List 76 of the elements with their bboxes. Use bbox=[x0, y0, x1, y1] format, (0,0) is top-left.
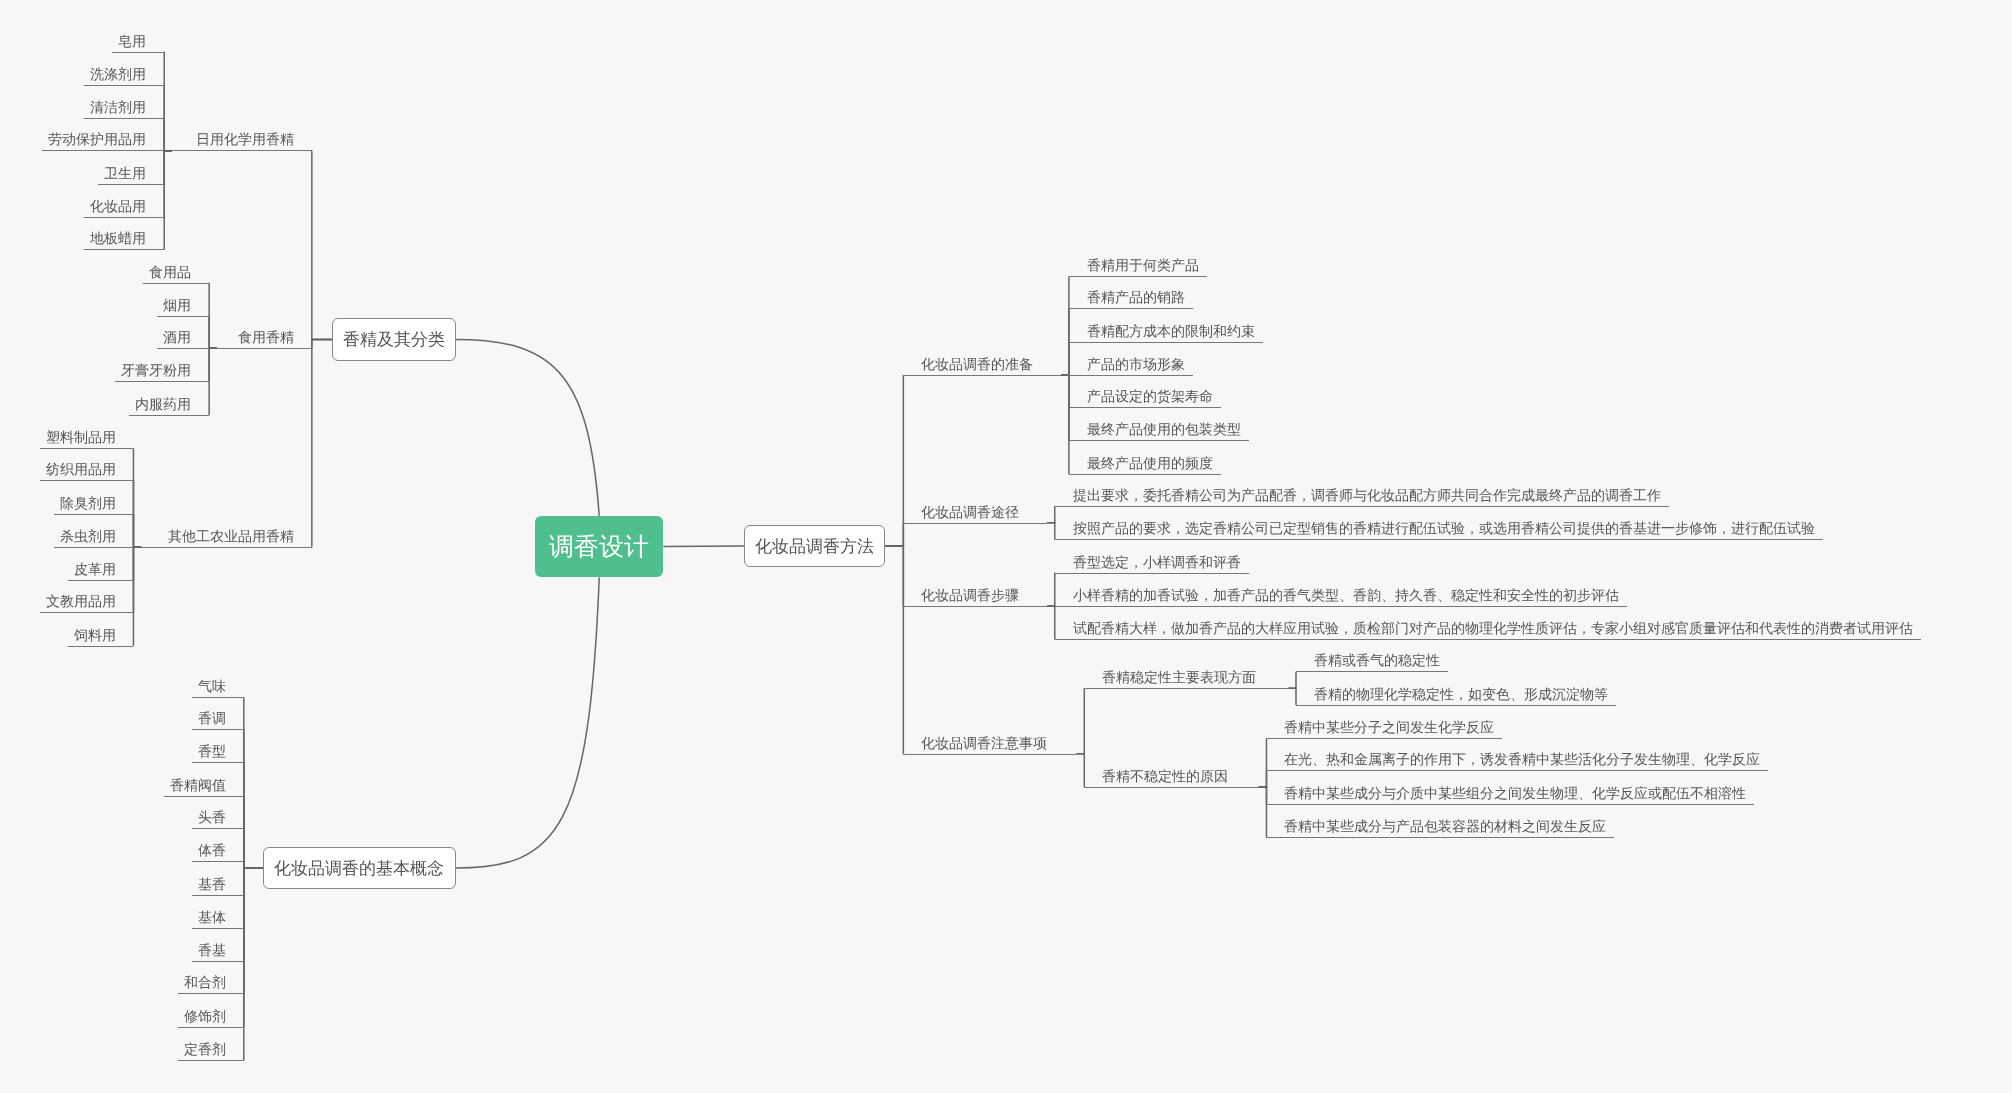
topic-box: 化妆品调香的基本概念 bbox=[263, 846, 456, 890]
leaf-label: 化妆品用 bbox=[84, 196, 165, 219]
leaf-label: 皂用 bbox=[112, 30, 165, 53]
leaf-label: 头香 bbox=[191, 806, 244, 829]
leaf-label: 最终产品使用的频度 bbox=[1068, 452, 1221, 475]
central-topic-box: 调香设计 bbox=[535, 515, 664, 578]
subtopic-label: 化妆品调香的准备 bbox=[903, 353, 1062, 376]
connector-line bbox=[1046, 522, 1056, 541]
leaf-label: 杀虫剂用 bbox=[53, 525, 134, 548]
leaf-label: 基香 bbox=[191, 873, 244, 896]
connector-line bbox=[208, 347, 218, 416]
leaf-label: 香精配方成本的限制和约束 bbox=[1068, 320, 1263, 343]
subtopic-label: 日用化学用香精 bbox=[171, 129, 312, 152]
connector-line bbox=[132, 546, 142, 647]
subtopic-label: 香精稳定性主要表现方面 bbox=[1084, 667, 1289, 690]
leaf-label: 香精或香气的稳定性 bbox=[1296, 650, 1448, 673]
leaf-label: 基体 bbox=[191, 907, 244, 929]
leaf-label: 香调 bbox=[191, 708, 244, 731]
subtopic-label: 其他工农业品用香精 bbox=[141, 525, 312, 548]
leaf-label: 洗涤剂用 bbox=[84, 63, 165, 86]
leaf-label: 香精产品的销路 bbox=[1068, 287, 1193, 310]
leaf-label: 提出要求，委托香精公司为产品配香，调香师与化妆品配方师共同合作完成最终产品的调香工作 bbox=[1054, 484, 1669, 507]
leaf-label: 内服药用 bbox=[129, 393, 210, 416]
leaf-label: 塑料制品用 bbox=[39, 427, 134, 450]
connector-line bbox=[1075, 753, 1085, 788]
leaf-label: 文教用品用 bbox=[39, 591, 134, 614]
leaf-label: 地板蜡用 bbox=[84, 228, 165, 251]
connector-line bbox=[454, 576, 600, 869]
connector-line bbox=[454, 338, 600, 517]
leaf-label: 产品的市场形象 bbox=[1068, 353, 1193, 376]
leaf-label: 香精用于何类产品 bbox=[1068, 255, 1207, 278]
leaf-label: 香精中某些分子之间发生化学反应 bbox=[1266, 717, 1503, 740]
leaf-label: 烟用 bbox=[157, 294, 210, 317]
leaf-label: 牙膏牙粉用 bbox=[115, 360, 210, 383]
leaf-label: 酒用 bbox=[157, 327, 210, 349]
connector-line bbox=[884, 545, 905, 755]
leaf-label: 体香 bbox=[191, 840, 244, 863]
subtopic-label: 化妆品调香途径 bbox=[903, 501, 1048, 524]
leaf-label: 香型 bbox=[191, 741, 244, 764]
connector-line bbox=[243, 867, 264, 1062]
leaf-label: 香精中某些成分与产品包装容器的材料之间发生反应 bbox=[1266, 815, 1615, 838]
leaf-label: 清洁剂用 bbox=[84, 97, 165, 120]
leaf-label: 产品设定的货架寿命 bbox=[1068, 386, 1221, 409]
leaf-label: 气味 bbox=[191, 676, 244, 699]
leaf-label: 和合剂 bbox=[177, 972, 244, 995]
leaf-label: 香型选定，小样调香和评香 bbox=[1054, 551, 1249, 574]
connector-line bbox=[1287, 687, 1297, 706]
subtopic-label: 食用香精 bbox=[216, 327, 312, 349]
leaf-label: 小样香精的加香试验，加香产品的香气类型、香韵、持久香、稳定性和安全性的初步评估 bbox=[1054, 584, 1627, 607]
subtopic-label: 化妆品调香步骤 bbox=[903, 584, 1048, 607]
topic-box: 香精及其分类 bbox=[332, 318, 456, 361]
connector-line bbox=[662, 545, 745, 548]
leaf-label: 试配香精大样，做加香产品的大样应用试验，质检部门对产品的物理化学性质评估，专家小组对感官质量评估和代表性的消费者试用评估 bbox=[1054, 618, 1921, 641]
leaf-label: 除臭剂用 bbox=[53, 492, 134, 515]
leaf-label: 修饰剂 bbox=[177, 1005, 244, 1028]
connector-line bbox=[1258, 786, 1268, 838]
leaf-label: 卫生用 bbox=[98, 162, 165, 185]
leaf-label: 纺织用品用 bbox=[39, 459, 134, 482]
leaf-label: 香精阀值 bbox=[163, 774, 244, 797]
leaf-label: 皮革用 bbox=[67, 559, 134, 582]
connector-line bbox=[1046, 605, 1056, 641]
leaf-label: 劳动保护用品用 bbox=[42, 129, 165, 152]
leaf-label: 香精的物理化学稳定性，如变色、形成沉淀物等 bbox=[1296, 683, 1616, 706]
leaf-label: 饲料用 bbox=[67, 624, 134, 647]
leaf-label: 食用品 bbox=[143, 261, 210, 284]
topic-box: 化妆品调香方法 bbox=[744, 524, 886, 568]
leaf-label: 按照产品的要求，选定香精公司已定型销售的香精进行配伍试验，或选用香精公司提供的香基进一步修饰，进行配伍试验 bbox=[1054, 518, 1823, 541]
leaf-label: 最终产品使用的包装类型 bbox=[1068, 419, 1249, 442]
connector-line bbox=[1060, 374, 1070, 475]
leaf-label: 香基 bbox=[191, 940, 244, 963]
subtopic-label: 香精不稳定性的原因 bbox=[1084, 765, 1259, 788]
connector-line bbox=[311, 338, 334, 548]
leaf-label: 在光、热和金属离子的作用下，诱发香精中某些活化分子发生物理、化学反应 bbox=[1266, 749, 1769, 772]
leaf-label: 香精中某些成分与介质中某些组分之间发生物理、化学反应或配伍不相溶性 bbox=[1266, 782, 1755, 805]
subtopic-label: 化妆品调香注意事项 bbox=[903, 732, 1077, 755]
leaf-label: 定香剂 bbox=[177, 1039, 244, 1062]
